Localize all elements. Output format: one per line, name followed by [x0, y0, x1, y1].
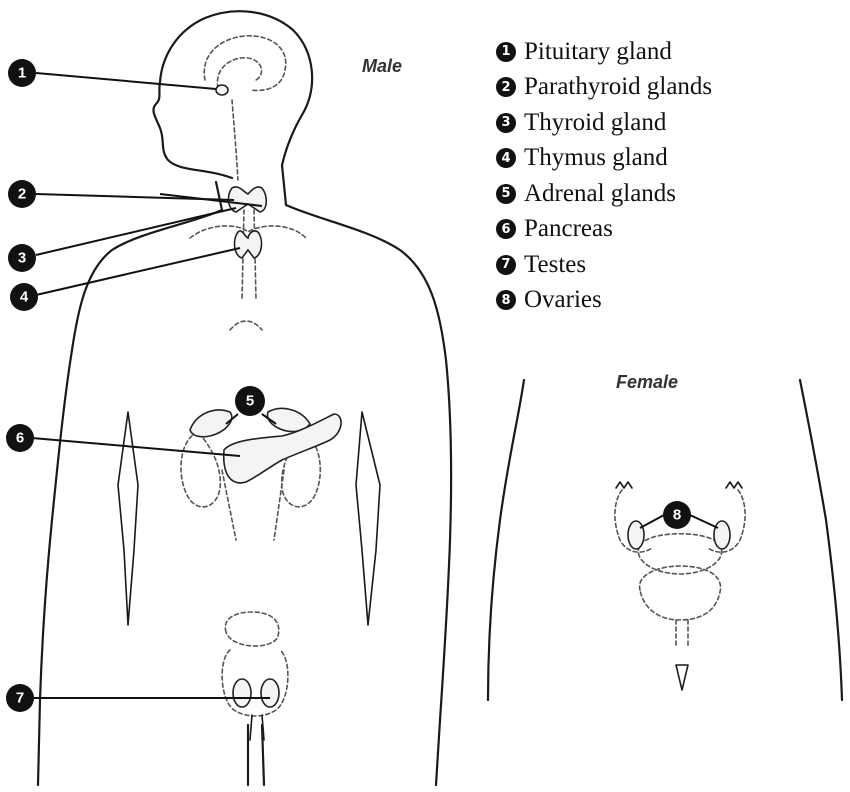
legend-item: 3 Thyroid gland [496, 105, 712, 141]
callout-3-number: 3 [18, 250, 26, 267]
legend-item: 4 Thymus gland [496, 141, 712, 177]
kidney-left [181, 432, 220, 507]
legend-number-badge: 6 [496, 219, 516, 239]
female-hip-left [488, 380, 524, 700]
legend-number-badge: 1 [496, 42, 516, 62]
legend-number-badge: 5 [496, 184, 516, 204]
callout-5: 5 [235, 386, 265, 416]
brainstem [232, 100, 238, 180]
ureter-right [274, 470, 284, 540]
legend-label: Pituitary gland [524, 38, 672, 66]
scrotum-outline [222, 650, 288, 716]
cervix [676, 620, 688, 648]
male-torso-outline-right [286, 205, 451, 785]
callout-2: 2 [8, 180, 36, 208]
legend-label: Testes [524, 251, 586, 279]
male-neck-left [216, 182, 222, 210]
legend-item: 6 Pancreas [496, 212, 712, 248]
male-neck-right [282, 165, 286, 205]
callout-3: 3 [8, 244, 36, 272]
testis-right [261, 679, 279, 707]
callout-4-number: 4 [20, 289, 29, 306]
callout-1: 1 [8, 59, 36, 87]
callout-8-number: 8 [673, 507, 681, 524]
legend-label: Adrenal glands [524, 180, 676, 208]
female-hip-right [800, 380, 842, 700]
callout-7-number: 7 [16, 690, 24, 707]
uterus-outline [638, 534, 721, 574]
legend-item: 8 Ovaries [496, 283, 712, 319]
brain-outline [204, 36, 286, 91]
legend-label: Thyroid gland [524, 109, 666, 137]
legend-label: Ovaries [524, 286, 602, 314]
callout-4: 4 [10, 283, 38, 311]
male-caption: Male [362, 56, 402, 76]
ovary-right [714, 521, 730, 549]
leader-8b [690, 515, 718, 528]
ovary-left [628, 521, 644, 549]
callout-8: 8 [663, 501, 691, 529]
legend-number-badge: 8 [496, 290, 516, 310]
callout-7: 7 [6, 684, 34, 712]
testis-left [233, 679, 251, 707]
legend-item: 1 Pituitary gland [496, 34, 712, 70]
brain-inner [217, 58, 261, 88]
legend-item: 2 Parathyroid glands [496, 70, 712, 106]
vagina-mark [676, 665, 688, 690]
callout-1-number: 1 [18, 65, 26, 82]
female-caption: Female [616, 372, 678, 392]
fimbriae-left [616, 482, 632, 488]
leader-3 [36, 208, 236, 255]
fimbriae-right [726, 482, 742, 488]
callout-6-number: 6 [16, 430, 24, 447]
heart-outline [230, 321, 262, 330]
legend-number-badge: 7 [496, 255, 516, 275]
leader-8a [640, 515, 664, 528]
bladder-outline [225, 612, 278, 646]
male-head-outline [153, 11, 312, 178]
legend-label: Thymus gland [524, 144, 668, 172]
legend-item: 7 Testes [496, 247, 712, 283]
legend-item: 5 Adrenal glands [496, 176, 712, 212]
legend-number-badge: 2 [496, 77, 516, 97]
male-arm-gap-right [356, 412, 380, 625]
leader-4 [36, 248, 240, 295]
male-arm-gap-left [118, 412, 138, 625]
thymus-gland [235, 231, 262, 258]
callout-2-number: 2 [18, 186, 26, 203]
legend-number-badge: 4 [496, 148, 516, 168]
female-figure [488, 380, 842, 700]
legend-number-badge: 3 [496, 113, 516, 133]
legend-label: Pancreas [524, 215, 613, 243]
callout-6: 6 [6, 424, 34, 452]
leader-1 [36, 73, 216, 89]
legend-label: Parathyroid glands [524, 73, 712, 101]
pituitary-gland [216, 85, 228, 95]
callout-5-number: 5 [246, 393, 254, 410]
